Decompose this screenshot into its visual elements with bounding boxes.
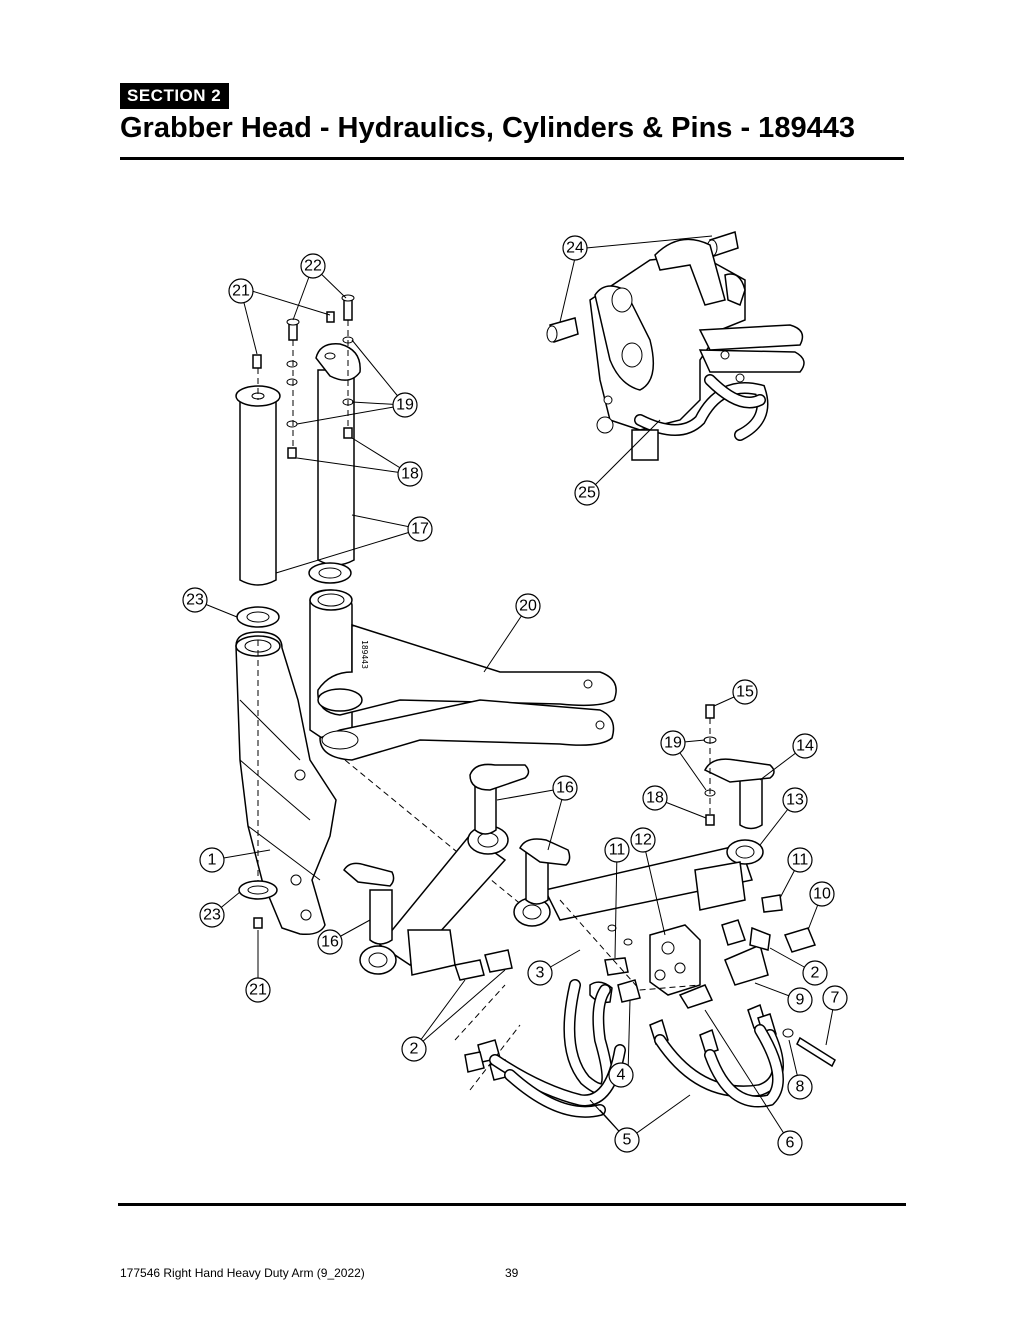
callout-14: 14 <box>792 733 818 759</box>
svg-text:17: 17 <box>411 521 429 538</box>
callout-21: 21 <box>245 977 271 1003</box>
svg-text:18: 18 <box>646 790 664 807</box>
svg-text:19: 19 <box>396 397 414 414</box>
svg-text:18: 18 <box>401 466 419 483</box>
svg-text:13: 13 <box>786 792 804 809</box>
callout-20: 20 <box>515 593 541 619</box>
svg-text:2: 2 <box>410 1041 419 1058</box>
callout-17: 17 <box>407 516 433 542</box>
svg-text:9: 9 <box>796 992 805 1009</box>
svg-text:25: 25 <box>578 485 596 502</box>
svg-text:12: 12 <box>634 832 652 849</box>
page-title: Grabber Head - Hydraulics, Cylinders & P… <box>120 112 855 144</box>
callout-4: 4 <box>608 1062 634 1088</box>
callout-18: 18 <box>642 785 668 811</box>
grabber-head-assembly <box>546 231 805 461</box>
callout-15: 15 <box>732 679 758 705</box>
callout-2: 2 <box>802 960 828 986</box>
callout-16: 16 <box>317 929 343 955</box>
svg-text:14: 14 <box>796 738 814 755</box>
svg-text:7: 7 <box>831 990 840 1007</box>
svg-text:16: 16 <box>556 780 574 797</box>
callout-11: 11 <box>787 847 813 873</box>
callout-12: 12 <box>630 827 656 853</box>
footer-rule <box>118 1203 906 1206</box>
svg-text:3: 3 <box>536 965 545 982</box>
svg-text:21: 21 <box>232 283 250 300</box>
svg-text:8: 8 <box>796 1079 805 1096</box>
callout-23: 23 <box>199 902 225 928</box>
svg-text:189443: 189443 <box>360 640 369 669</box>
svg-text:11: 11 <box>609 842 626 859</box>
svg-text:10: 10 <box>813 886 831 903</box>
section-badge: SECTION 2 <box>120 83 230 109</box>
svg-text:21: 21 <box>249 982 267 999</box>
callout-2: 2 <box>401 1036 427 1062</box>
callout-1: 1 <box>199 847 225 873</box>
svg-text:15: 15 <box>736 684 754 701</box>
grabber-arm-20: 189443 <box>309 589 617 761</box>
callout-3: 3 <box>527 960 553 986</box>
callout-19: 19 <box>660 730 686 756</box>
svg-text:19: 19 <box>664 735 682 752</box>
hydraulic-hoses-5 <box>489 979 784 1118</box>
callout-5: 5 <box>614 1127 640 1153</box>
svg-text:2: 2 <box>811 965 820 982</box>
svg-text:22: 22 <box>304 258 322 275</box>
header-rule <box>120 157 904 160</box>
callout-21: 21 <box>228 278 254 304</box>
svg-text:16: 16 <box>321 934 339 951</box>
callout-18: 18 <box>397 461 423 487</box>
callout-24: 24 <box>562 235 588 261</box>
callout-10: 10 <box>809 881 835 907</box>
cylinder-left <box>343 763 530 976</box>
svg-text:11: 11 <box>792 852 809 869</box>
footer-document-name: 177546 Right Hand Heavy Duty Arm (9_2022… <box>120 1266 365 1280</box>
callout-19: 19 <box>392 392 418 418</box>
callout-16: 16 <box>552 775 578 801</box>
callout-11: 11 <box>604 837 630 863</box>
svg-text:6: 6 <box>786 1135 795 1152</box>
svg-text:23: 23 <box>186 592 204 609</box>
svg-text:5: 5 <box>623 1132 632 1149</box>
swing-arm-body-1 <box>235 631 337 936</box>
callout-25: 25 <box>574 480 600 506</box>
grease-fitting-21-lower <box>253 917 263 929</box>
callout-13: 13 <box>782 787 808 813</box>
pivot-pins-17 <box>235 343 361 586</box>
svg-text:1: 1 <box>208 852 217 869</box>
svg-text:24: 24 <box>566 240 584 257</box>
svg-text:23: 23 <box>203 907 221 924</box>
pin-14 <box>703 704 775 830</box>
callout-7: 7 <box>822 985 848 1011</box>
callout-22: 22 <box>300 253 326 279</box>
svg-text:20: 20 <box>519 598 537 615</box>
cylinder-right <box>513 838 764 927</box>
page-number: 39 <box>505 1266 519 1280</box>
callout-23: 23 <box>182 587 208 613</box>
svg-text:4: 4 <box>617 1067 626 1084</box>
callout-8: 8 <box>787 1074 813 1100</box>
valve-block-12 <box>649 924 701 996</box>
callout-9: 9 <box>787 987 813 1013</box>
callout-6: 6 <box>777 1130 803 1156</box>
